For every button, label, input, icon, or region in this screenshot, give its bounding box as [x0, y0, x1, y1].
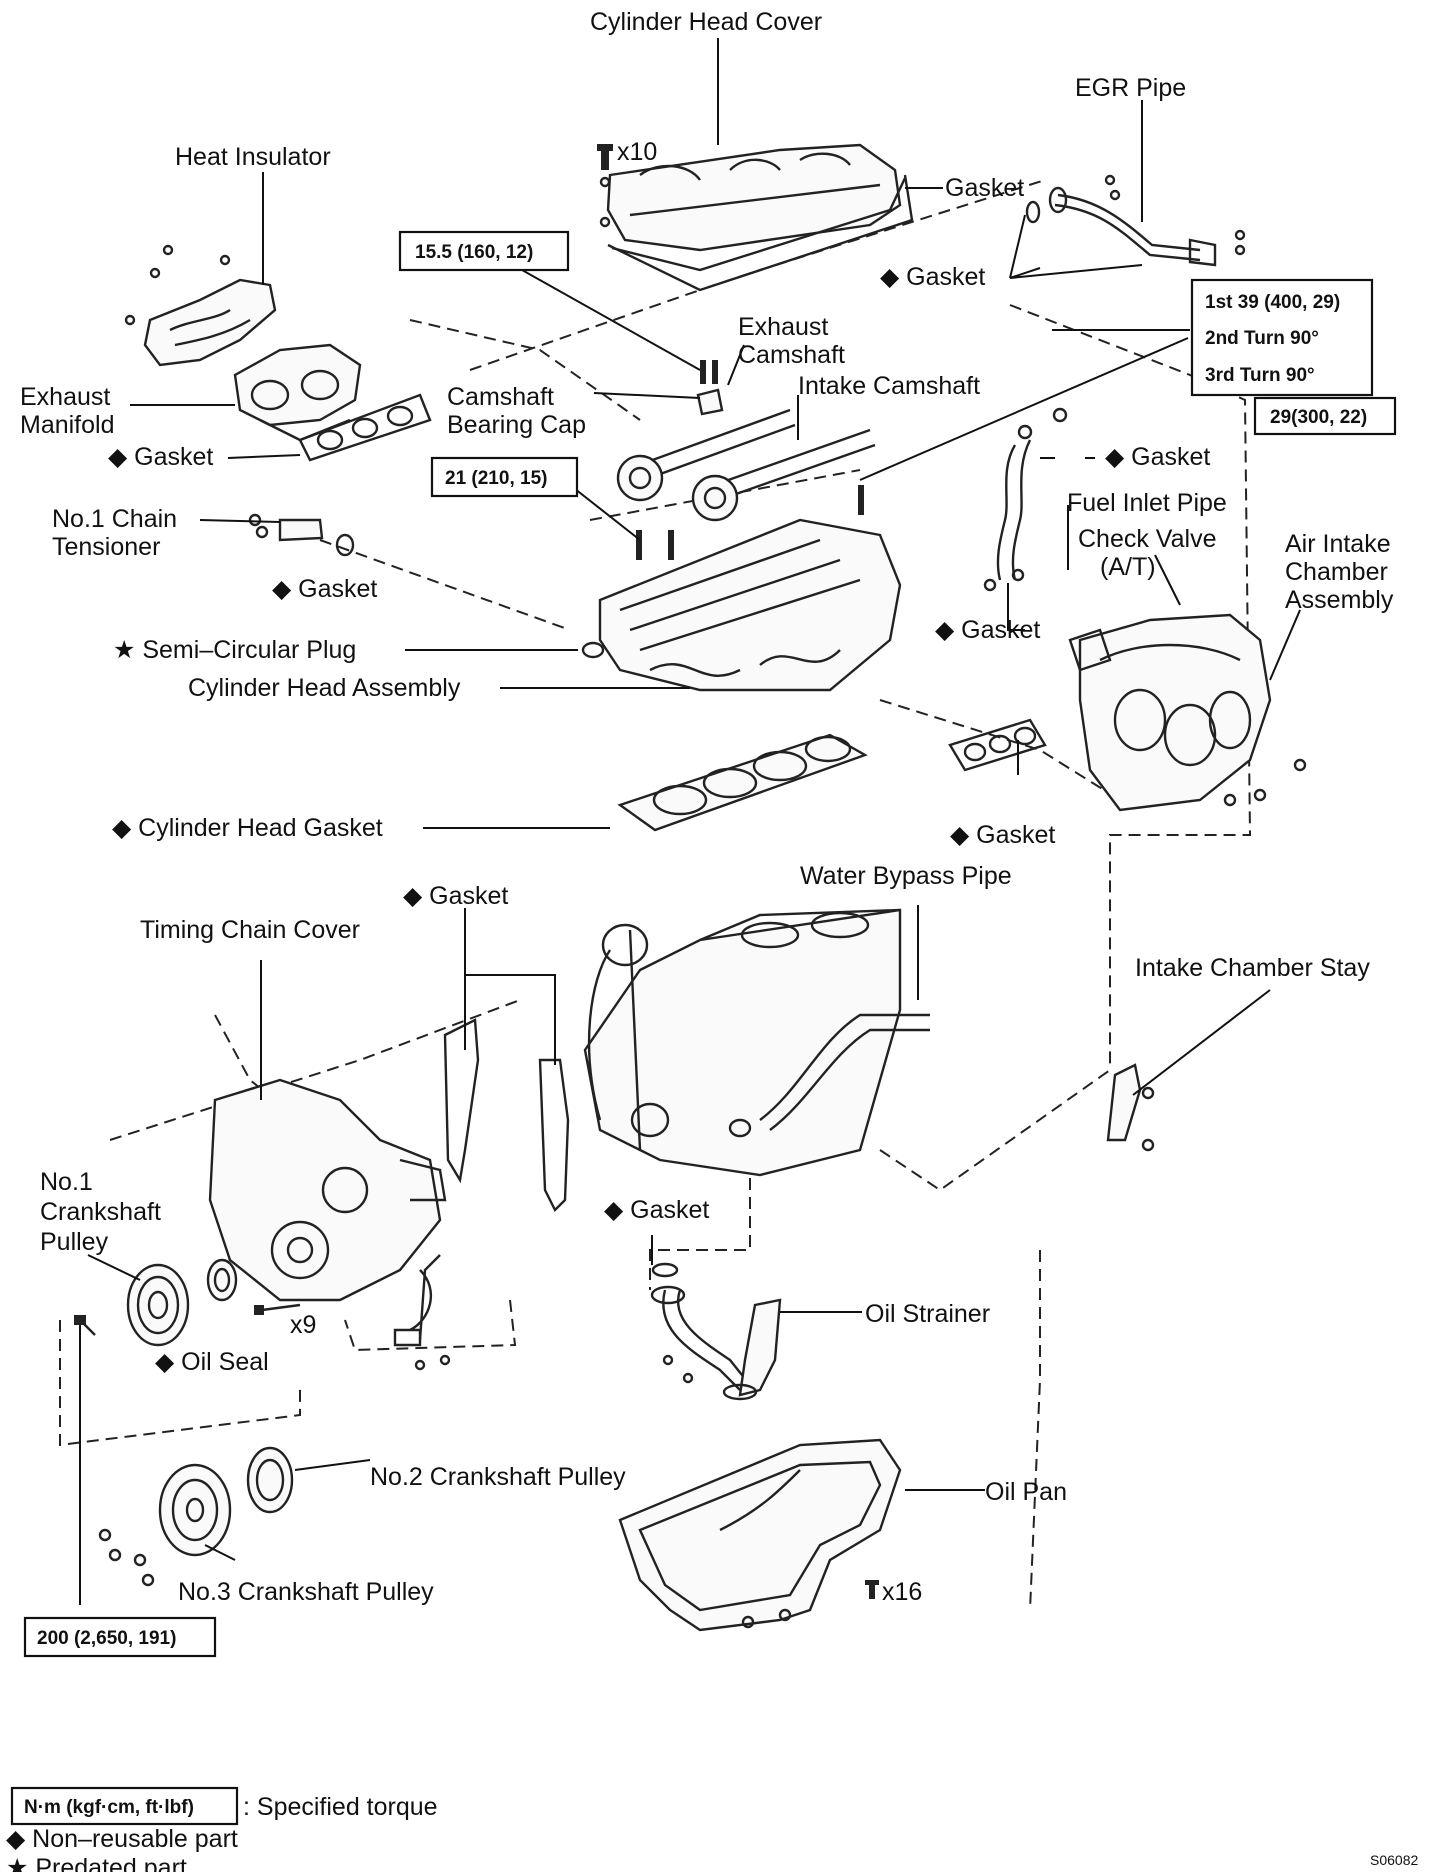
no1-crankshaft-pulley	[74, 1263, 190, 1347]
legend: N·m (kgf·cm, ft·lbf) : Specified torque …	[6, 1786, 1418, 1872]
intake-camshaft	[691, 428, 876, 522]
label-gasket-cover: Gasket	[945, 174, 1024, 202]
bolt-icon	[597, 144, 613, 228]
oil-seal	[206, 1258, 238, 1302]
label-water-bypass-pipe: Water Bypass Pipe	[800, 862, 1012, 890]
cylinder-head-assembly	[581, 485, 902, 692]
label-gasket-oil: ◆ Gasket	[604, 1196, 709, 1224]
label-no2-crankshaft-pulley: No.2 Crankshaft Pulley	[370, 1463, 626, 1491]
label-check-valve: Check Valve(A/T)	[1078, 525, 1217, 581]
label-intake-camshaft: Intake Camshaft	[798, 372, 980, 400]
intake-chamber-gasket	[948, 718, 1047, 772]
torque-crank-pulley: 200 (2,650, 191)	[37, 1628, 176, 1649]
label-cylinder-head-cover: Cylinder Head Cover	[590, 8, 822, 36]
bolt-icon	[254, 1303, 301, 1315]
label-egr-pipe: EGR Pipe	[1075, 74, 1186, 102]
oil-pan	[618, 1438, 902, 1632]
camshaft-bearing-cap	[696, 360, 724, 416]
torque-fuel-pipe: 29(300, 22)	[1270, 407, 1367, 428]
torque-head-bolt-3: 3rd Turn 90°	[1205, 365, 1315, 386]
torque-head-bolt-2: 2nd Turn 90°	[1205, 328, 1319, 349]
label-cylinder-head-gasket: ◆ Cylinder Head Gasket	[112, 814, 383, 842]
label-x10: x10	[617, 138, 657, 166]
torque-box-head-bolt	[1190, 278, 1374, 397]
label-semi-circular-plug: ★ Semi–Circular Plug	[113, 636, 356, 664]
label-heat-insulator: Heat Insulator	[175, 143, 331, 171]
cylinder-head-cover	[606, 143, 914, 292]
legend-unit-text: N·m (kgf·cm, ft·lbf)	[24, 1797, 194, 1818]
label-gasket-timing: ◆ Gasket	[403, 882, 508, 910]
legend-predated: ★ Predated part	[6, 1854, 187, 1872]
label-oil-seal: ◆ Oil Seal	[155, 1348, 269, 1376]
label-gasket-manifold: ◆ Gasket	[950, 821, 1055, 849]
label-timing-chain-cover: Timing Chain Cover	[140, 916, 360, 944]
label-gasket-tensioner: ◆ Gasket	[272, 575, 377, 603]
label-gasket-egr: ◆ Gasket	[880, 263, 985, 291]
exhaust-manifold-gasket	[298, 393, 432, 462]
water-bypass-pipe	[728, 1013, 930, 1138]
oil-strainer	[650, 1285, 782, 1401]
part-labels: Cylinder Head Cover EGR Pipe Heat Insula…	[20, 8, 1394, 1606]
torque-box-fuel-pipe	[1253, 396, 1397, 436]
air-intake-chamber	[1068, 613, 1307, 812]
heat-insulator	[124, 244, 277, 367]
figure-code: S06082	[1370, 1852, 1418, 1868]
timing-chain-cover	[208, 1078, 447, 1332]
timing-gaskets	[443, 1018, 570, 1213]
exhaust-camshaft	[616, 408, 796, 502]
torque-specs: 15.5 (160, 12) 1st 39 (400, 29) 2nd Turn…	[23, 230, 1397, 1658]
assembly-dashed-lines	[59, 179, 1252, 1611]
label-oil-pan: Oil Pan	[985, 1478, 1067, 1506]
oil-strainer-gasket	[651, 1262, 679, 1278]
label-gasket-fuel: ◆ Gasket	[1105, 443, 1210, 471]
label-cylinder-head-assembly: Cylinder Head Assembly	[188, 674, 461, 702]
oil-level-sensor	[393, 1254, 451, 1371]
cylinder-head-gasket	[617, 733, 868, 832]
cylinder-block	[583, 908, 902, 1177]
torque-head-bolt-small: 21 (210, 15)	[445, 468, 547, 489]
bolt-icon	[865, 1580, 879, 1599]
label-x16: x16	[882, 1578, 922, 1606]
egr-pipe	[1025, 174, 1246, 267]
label-x9: x9	[290, 1311, 316, 1339]
label-no3-crankshaft-pulley: No.3 Crankshaft Pulley	[178, 1578, 434, 1606]
legend-specified-torque: : Specified torque	[243, 1793, 438, 1821]
fuel-inlet-pipe	[983, 407, 1068, 592]
torque-box-crank-pulley	[23, 1616, 217, 1658]
label-gasket-exhaust: ◆ Gasket	[108, 443, 213, 471]
intake-chamber-stay	[1106, 1063, 1155, 1152]
legend-non-reusable: ◆ Non–reusable part	[6, 1825, 238, 1853]
no2-crankshaft-pulley	[246, 1446, 294, 1514]
torque-box-head-bolt-small	[430, 456, 579, 498]
legend-unit-box	[10, 1786, 239, 1826]
label-intake-chamber-stay: Intake Chamber Stay	[1135, 954, 1370, 982]
torque-cam-cap: 15.5 (160, 12)	[415, 242, 533, 263]
label-gasket-intake-chamber: ◆ Gasket	[935, 616, 1040, 644]
no3-crankshaft-pulley	[98, 1463, 232, 1587]
label-fuel-inlet-pipe: Fuel Inlet Pipe	[1067, 489, 1227, 517]
leader-lines	[79, 38, 1301, 1605]
torque-head-bolt-1: 1st 39 (400, 29)	[1205, 292, 1340, 313]
label-oil-strainer: Oil Strainer	[865, 1300, 990, 1328]
torque-box-cam-cap	[398, 230, 570, 272]
no1-chain-tensioner	[248, 513, 355, 557]
